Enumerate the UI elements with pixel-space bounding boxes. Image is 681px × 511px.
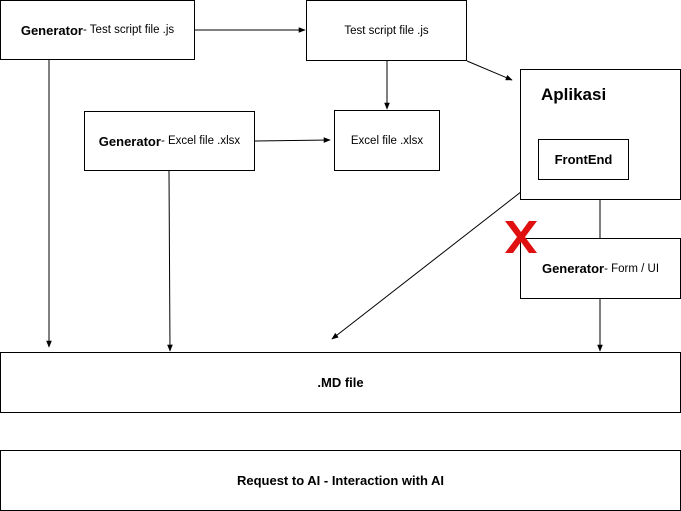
edge-md-file-to-aplikasi-bidirectional	[331, 180, 536, 340]
aplikasi-container[interactable]: Aplikasi	[520, 69, 681, 200]
md-file-label: .MD file	[317, 375, 364, 390]
excel-file-label: Excel file .xlsx	[350, 134, 424, 147]
md-file-node[interactable]: .MD file	[0, 352, 681, 413]
generator-excel-rest-label: - Excel file .xlsx	[160, 135, 241, 147]
test-script-file-label: Test script file .js	[344, 24, 429, 37]
generator-excel-node[interactable]: Generator - Excel file .xlsx	[84, 111, 255, 171]
excel-file-node[interactable]: Excel file .xlsx	[334, 110, 440, 171]
edge-test-file-to-aplikasi	[466, 60, 513, 81]
generator-test-bold-label: Generator	[20, 22, 83, 38]
generator-test-rest-label: - Test script file .js	[82, 24, 175, 36]
test-script-file-node[interactable]: Test script file .js	[306, 0, 467, 61]
generator-form-rest-label: - Form / UI	[604, 262, 660, 275]
request-to-ai-label: Request to AI - Interaction with AI	[236, 473, 445, 488]
frontend-node[interactable]: FrontEnd	[538, 139, 629, 180]
aplikasi-title: Aplikasi	[541, 85, 607, 104]
edge-gen-excel-to-md-file	[167, 170, 173, 352]
red-x-icon	[505, 221, 537, 253]
generator-test-script-node[interactable]: Generator - Test script file .js	[0, 0, 195, 60]
generator-form-bold-label: Generator	[541, 261, 605, 276]
generator-excel-bold-label: Generator	[98, 133, 161, 149]
frontend-label: FrontEnd	[554, 152, 613, 167]
request-to-ai-node[interactable]: Request to AI - Interaction with AI	[0, 450, 681, 511]
generator-form-ui-node[interactable]: Generator - Form / UI	[520, 238, 681, 299]
edge-gen-excel-to-excel-file	[254, 137, 331, 143]
